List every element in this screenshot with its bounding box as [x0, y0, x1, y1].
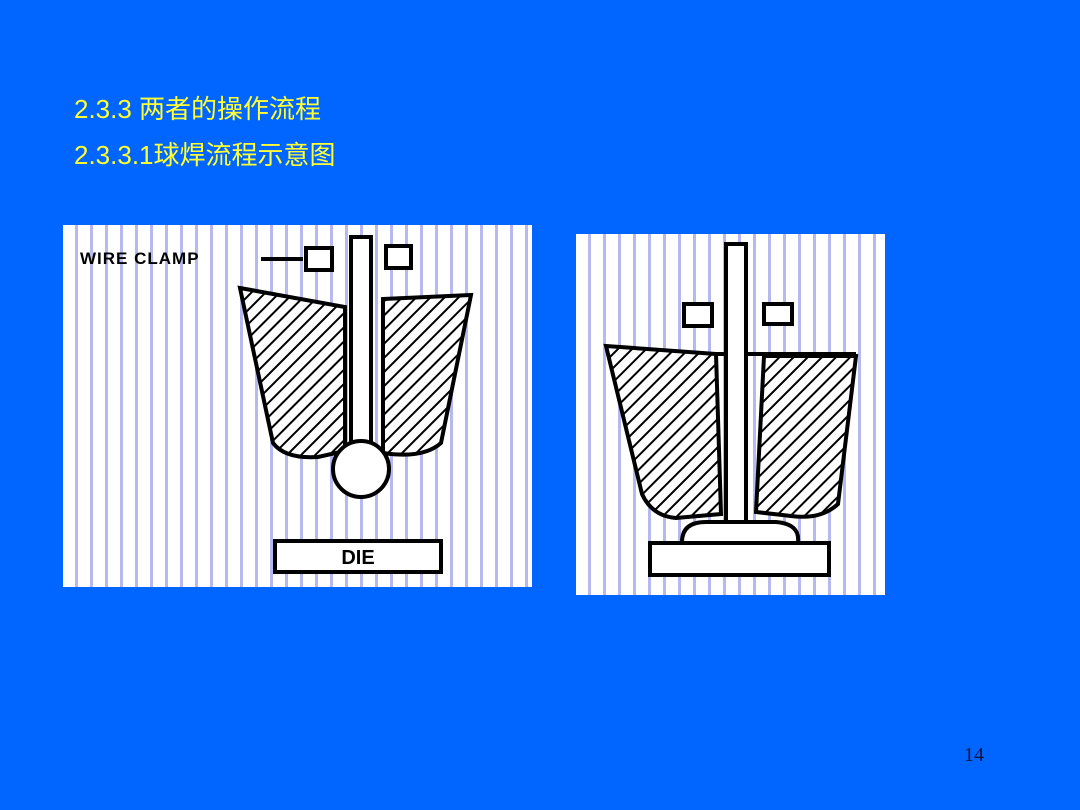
die-block [273, 539, 443, 574]
bond-wire [724, 242, 748, 546]
title-block: 2.3.3 两者的操作流程 2.3.3.1球焊流程示意图 [74, 86, 336, 178]
subsection-heading: 2.3.3.1球焊流程示意图 [74, 140, 336, 170]
free-air-ball [331, 439, 391, 499]
capillary-left-half [237, 285, 347, 460]
wire-clamp-label: WIRE CLAMP [80, 249, 200, 268]
bond-wire [349, 235, 373, 471]
capillary-right-half [381, 292, 474, 457]
die-label: DIE [341, 547, 374, 569]
squashed-ball [680, 520, 801, 543]
clamp-jaw-left [304, 246, 334, 272]
ball-bond-diagram-step2 [576, 234, 885, 595]
ball-bond-diagram-step1: WIRE CLAMP DIE [63, 225, 532, 587]
die-block [648, 541, 831, 577]
clamp-jaw-left [682, 302, 714, 328]
section-heading: 2.3.3 两者的操作流程 [74, 94, 322, 124]
capillary-left-half [603, 343, 724, 521]
clamp-jaw-right [762, 302, 794, 326]
page-number: 14 [964, 744, 984, 766]
ball-bond-illustration-1: WIRE CLAMP DIE [80, 235, 474, 574]
capillary-right-half [753, 354, 859, 519]
ball-bond-illustration-2 [603, 242, 859, 577]
clamp-jaw-right [384, 244, 413, 270]
